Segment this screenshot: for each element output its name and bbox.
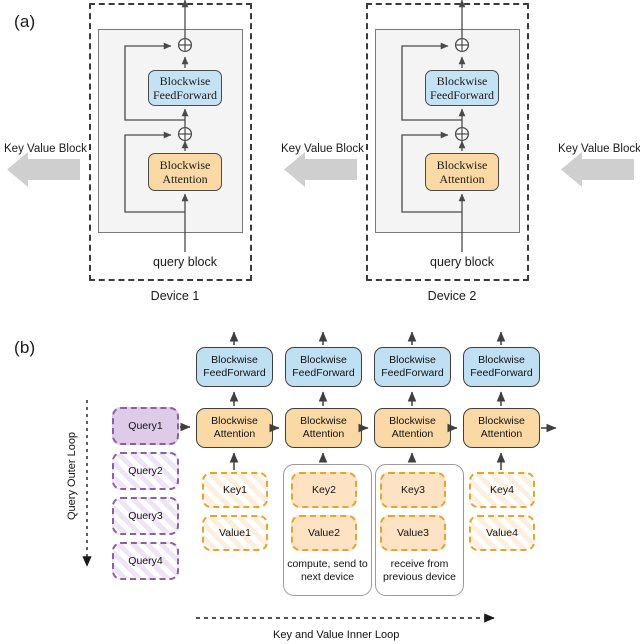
device-2-blockwise-attention-block[interactable]: Blockwise Attention: [425, 153, 499, 191]
query-block-label: Query1: [128, 420, 163, 432]
query-outer-loop-label: Query Outer Loop: [66, 431, 78, 520]
key-block-label: Key1: [223, 484, 247, 496]
group-caption-receive: receive from previous device: [375, 558, 464, 584]
query-block-4[interactable]: Query4: [112, 542, 179, 580]
block-label-line2: FeedForward: [430, 88, 494, 102]
block-label-line1: Blockwise: [478, 354, 525, 367]
block-label-line2: Attention: [391, 428, 434, 440]
block-label-line1: Blockwise: [436, 73, 488, 88]
key-value-block-arrow-middle: [284, 152, 357, 187]
device-1-inner-box: [98, 29, 243, 233]
block-label-line1: Blockwise: [159, 73, 211, 88]
key-value-block-label-right: Key Value Block: [558, 143, 640, 155]
query-block-label: Query3: [128, 510, 163, 522]
value-block-label: Value2: [308, 527, 340, 539]
block-label-line2: Attention: [162, 172, 208, 186]
block-label-line2: FeedForward: [470, 367, 533, 379]
key-block-4[interactable]: Key4: [469, 472, 535, 508]
device-2-inner-box: [375, 29, 520, 233]
blockwise-attention-block-3[interactable]: Blockwise Attention: [374, 408, 451, 448]
block-label-line2: Attention: [439, 172, 485, 186]
panel-a-letter: (a): [14, 12, 36, 31]
device-1-caption: Device 1: [150, 289, 200, 303]
group-caption-line1: compute, send to: [287, 558, 368, 570]
device-2-query-block-label: query block: [430, 255, 494, 269]
block-label-line1: Blockwise: [300, 415, 347, 428]
blockwise-attention-block-1[interactable]: Blockwise Attention: [196, 408, 273, 448]
block-label-line1: Blockwise: [211, 354, 258, 367]
block-label-line2: Attention: [480, 428, 523, 440]
block-label-line1: Blockwise: [211, 415, 258, 428]
query-block-label: Query4: [128, 555, 163, 567]
key-block-label: Key2: [312, 484, 336, 496]
key-value-inner-loop-label: Key and Value Inner Loop: [273, 629, 400, 641]
value-block-3[interactable]: Value3: [380, 515, 446, 551]
block-label-line1: Blockwise: [436, 157, 488, 172]
block-label-line2: FeedForward: [203, 367, 266, 379]
block-label-line2: FeedForward: [292, 367, 355, 379]
device-1-blockwise-feedforward-block[interactable]: Blockwise FeedForward: [148, 70, 222, 106]
group-box-compute-send: [283, 464, 372, 596]
device-1-blockwise-attention-block[interactable]: Blockwise Attention: [148, 153, 222, 191]
value-block-label: Value1: [219, 527, 251, 539]
blockwise-feedforward-block-4[interactable]: Blockwise FeedForward: [463, 347, 540, 387]
key-value-block-label-left: Key Value Block: [4, 143, 87, 155]
value-block-label: Value4: [486, 527, 518, 539]
device-2-caption: Device 2: [427, 289, 477, 303]
block-label-line1: Blockwise: [478, 415, 525, 428]
block-label-line1: Blockwise: [389, 415, 436, 428]
key-block-3[interactable]: Key3: [380, 472, 446, 508]
key-value-block-label-middle: Key Value Block: [281, 143, 364, 155]
blockwise-attention-block-4[interactable]: Blockwise Attention: [463, 408, 540, 448]
block-label-line2: Attention: [213, 428, 256, 440]
blockwise-attention-block-2[interactable]: Blockwise Attention: [285, 408, 362, 448]
device-2-blockwise-feedforward-block[interactable]: Blockwise FeedForward: [425, 70, 499, 106]
value-block-label: Value3: [397, 527, 429, 539]
group-caption-line1: receive from: [390, 558, 449, 570]
group-caption-compute-send: compute, send to next device: [283, 558, 372, 584]
key-block-2[interactable]: Key2: [291, 472, 357, 508]
key-value-block-arrow-left: [7, 152, 80, 187]
group-caption-line2: previous device: [383, 571, 456, 584]
value-block-4[interactable]: Value4: [469, 515, 535, 551]
query-block-2[interactable]: Query2: [112, 452, 179, 490]
key-value-block-arrow-right: [561, 152, 634, 187]
block-label-line1: Blockwise: [159, 157, 211, 172]
query-block-3[interactable]: Query3: [112, 497, 179, 535]
group-caption-line2: next device: [300, 571, 355, 584]
panel-b-letter: (b): [14, 338, 36, 357]
device-1-frame: [89, 3, 252, 281]
key-block-1[interactable]: Key1: [202, 472, 268, 508]
blockwise-feedforward-block-2[interactable]: Blockwise FeedForward: [285, 347, 362, 387]
value-block-2[interactable]: Value2: [291, 515, 357, 551]
key-block-label: Key3: [401, 484, 425, 496]
value-block-1[interactable]: Value1: [202, 515, 268, 551]
block-label-line1: Blockwise: [389, 354, 436, 367]
key-block-label: Key4: [490, 484, 514, 496]
device-2-frame: [366, 3, 529, 281]
block-label-line2: FeedForward: [153, 88, 217, 102]
block-label-line2: FeedForward: [381, 367, 444, 379]
blockwise-feedforward-block-1[interactable]: Blockwise FeedForward: [196, 347, 273, 387]
query-block-1[interactable]: Query1: [112, 407, 179, 445]
block-label-line2: Attention: [302, 428, 345, 440]
group-box-receive: [375, 464, 464, 596]
query-block-label: Query2: [128, 465, 163, 477]
device-1-query-block-label: query block: [153, 255, 217, 269]
blockwise-feedforward-block-3[interactable]: Blockwise FeedForward: [374, 347, 451, 387]
block-label-line1: Blockwise: [300, 354, 347, 367]
